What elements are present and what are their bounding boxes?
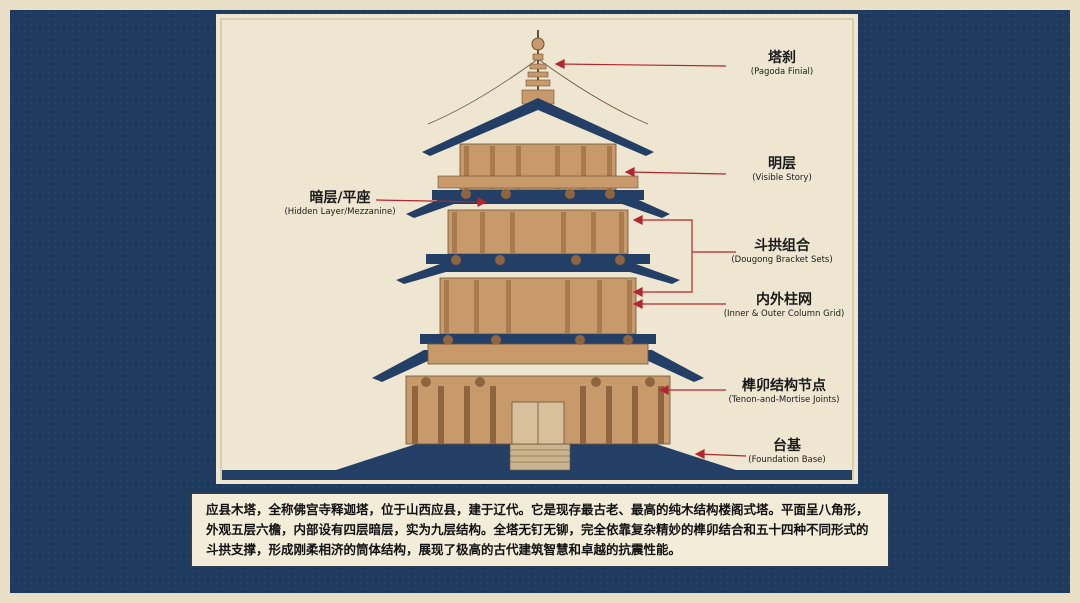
label-columns-en: (Inner & Outer Column Grid)	[723, 309, 845, 319]
label-base-en: (Foundation Base)	[748, 455, 826, 465]
arrow-finial	[557, 63, 727, 67]
caption-text: 应县木塔，全称佛宫寺释迦塔，位于山西应县，建于辽代。它是现存最古老、最高的纯木结…	[206, 502, 869, 557]
label-dougong-en: (Dougong Bracket Sets)	[731, 255, 833, 265]
arrow-visible	[627, 171, 727, 175]
story-5-balcony	[437, 175, 639, 189]
foundation-steps	[509, 443, 571, 471]
pagoda-finial	[521, 30, 555, 110]
annotation-arrows	[375, 59, 747, 459]
story-4-wall	[447, 209, 629, 255]
ground-strip	[222, 470, 852, 480]
label-base: 台基 (Foundation Base)	[732, 438, 842, 466]
label-tenon-en: (Tenon-and-Mortise Joints)	[728, 395, 840, 405]
label-visible: 明层 (Visible Story)	[732, 156, 832, 184]
label-finial: 塔刹 (Pagoda Finial)	[732, 50, 832, 78]
story-5-hidden-band	[432, 190, 644, 200]
label-dougong: 斗拱组合 (Dougong Bracket Sets)	[720, 238, 844, 266]
story-4-hidden-band	[426, 254, 650, 264]
label-hidden-zh: 暗层/平座	[309, 190, 371, 206]
story-4-columns	[452, 212, 624, 254]
story-3-columns	[444, 280, 632, 334]
label-hidden-en: (Hidden Layer/Mezzanine)	[284, 207, 396, 217]
arrow-hidden	[375, 199, 485, 203]
roof-top	[422, 98, 654, 156]
pagoda-diagram	[222, 30, 852, 480]
story-3-wall	[439, 277, 637, 335]
label-dougong-zh: 斗拱组合	[754, 238, 810, 254]
caption-box: 应县木塔，全称佛宫寺释迦塔，位于山西应县，建于辽代。它是现存最古老、最高的纯木结…	[190, 492, 890, 568]
spire-wires	[427, 58, 649, 125]
label-columns-zh: 内外柱网	[756, 292, 812, 308]
story-5-columns	[464, 146, 612, 190]
label-columns: 内外柱网 (Inner & Outer Column Grid)	[716, 292, 852, 320]
ground-story-columns	[412, 386, 664, 444]
label-finial-zh: 塔刹	[768, 50, 796, 66]
arrow-base	[697, 453, 747, 457]
label-tenon: 榫卯结构节点 (Tenon-and-Mortise Joints)	[716, 378, 852, 406]
label-base-zh: 台基	[773, 438, 801, 454]
arrow-dougong-bracket	[636, 219, 693, 293]
roof-3	[396, 264, 680, 284]
label-hidden: 暗层/平座 (Hidden Layer/Mezzanine)	[270, 190, 410, 218]
story-2-wall	[427, 343, 649, 365]
label-visible-en: (Visible Story)	[752, 173, 812, 183]
step-lines	[510, 449, 570, 463]
dougong-brackets	[421, 189, 655, 387]
diagram-panel: 塔刹 (Pagoda Finial) 明层 (Visible Story) 暗层…	[216, 14, 858, 484]
label-tenon-zh: 榫卯结构节点	[742, 378, 826, 394]
label-visible-zh: 明层	[768, 156, 796, 172]
story-3-hidden-band	[420, 334, 656, 344]
label-finial-en: (Pagoda Finial)	[750, 67, 814, 77]
